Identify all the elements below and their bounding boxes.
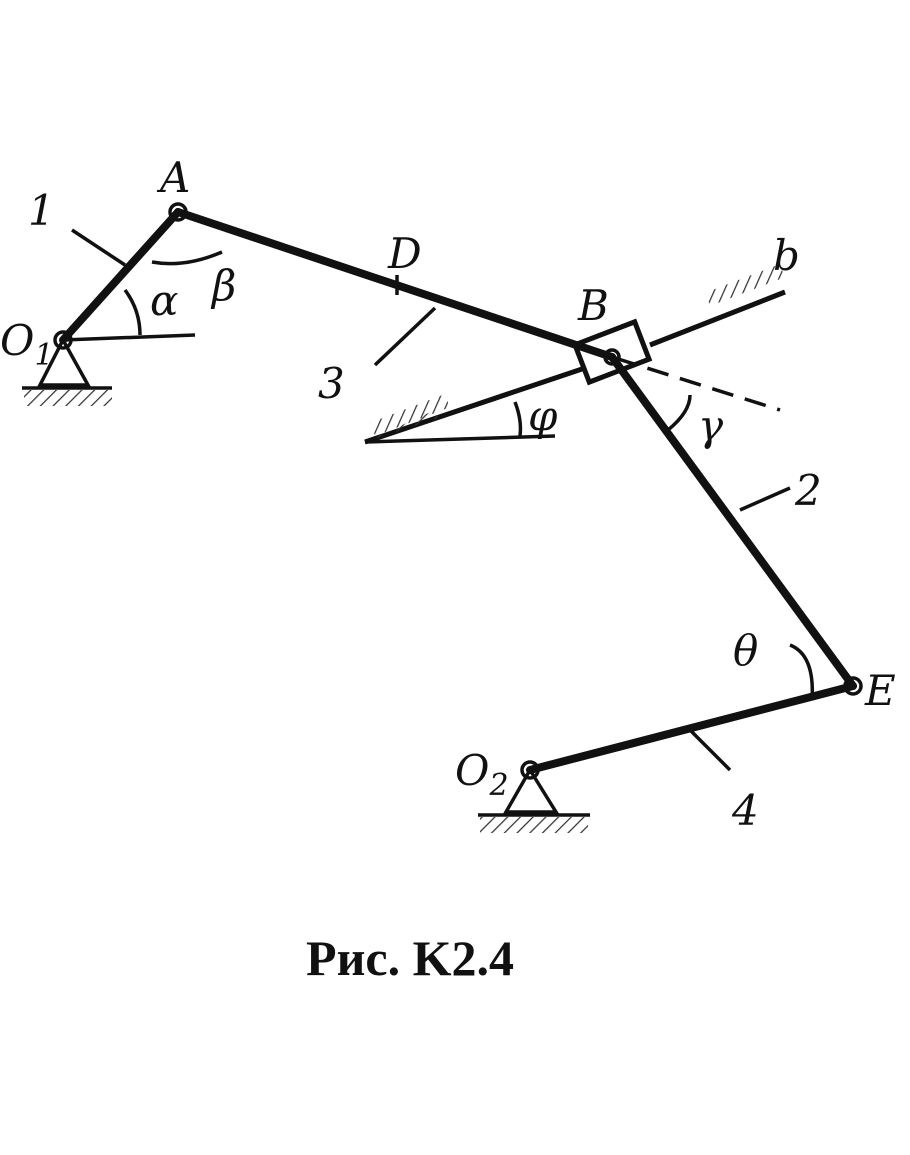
leader-1 [71, 228, 126, 267]
label-phi: φ [528, 391, 558, 440]
label-alpha: α [150, 276, 178, 325]
ground-support-o1 [22, 336, 112, 406]
joint-o1 [53, 330, 73, 350]
joint-e [843, 676, 863, 696]
link-1 [59, 208, 182, 344]
theta-arc [789, 643, 815, 701]
label-link-4: 4 [731, 786, 759, 835]
link-3 [174, 208, 616, 361]
joint-b [603, 348, 621, 366]
label-point-o2: O2 [455, 746, 509, 803]
leader-4 [688, 728, 732, 772]
figure-caption: Рис. K2.4 [306, 930, 514, 986]
label-theta: θ [733, 626, 758, 675]
gamma-arc [666, 394, 692, 432]
label-point-a: A [156, 153, 190, 202]
label-guide-b: b [773, 231, 800, 280]
phi-arc [513, 401, 523, 437]
label-beta: β [210, 261, 236, 310]
gamma-reference-line [614, 356, 781, 412]
joint-a [168, 202, 188, 222]
label-link-1: 1 [28, 186, 55, 235]
beta-arc [151, 250, 223, 266]
label-point-d: D [387, 229, 422, 278]
label-link-2: 2 [794, 466, 822, 515]
ground-support-o2 [478, 766, 590, 833]
alpha-arc [123, 288, 142, 336]
phi-reference-line [364, 434, 556, 444]
link-4 [526, 682, 857, 774]
link-2 [608, 353, 857, 690]
label-point-o1: O1 [0, 316, 54, 373]
leader-2 [739, 486, 791, 512]
slider-block [571, 318, 653, 386]
label-point-b: B [577, 281, 609, 330]
joint-o2 [520, 760, 540, 780]
alpha-reference-line [62, 333, 196, 342]
label-point-e: E [864, 666, 896, 715]
slider-guide [364, 264, 786, 445]
leader-3 [373, 306, 437, 367]
label-gamma: γ [698, 401, 724, 450]
label-link-3: 3 [318, 359, 345, 408]
